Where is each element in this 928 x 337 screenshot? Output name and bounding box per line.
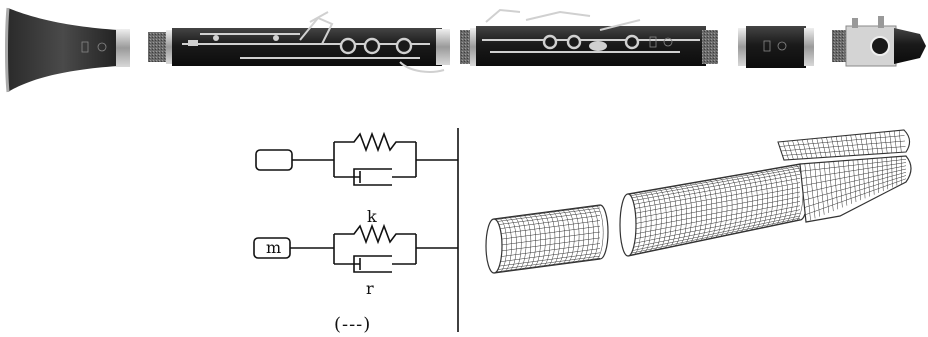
upper-branch: [255, 131, 458, 186]
mechanical-schematic: [253, 128, 459, 332]
damper-label: r: [366, 279, 374, 298]
mesh-barrel-cylinder: [485, 204, 609, 274]
mesh-body-cylinder: [619, 163, 809, 257]
damper-upper: [334, 168, 416, 186]
mesh-reed-strip: [777, 129, 911, 161]
logo-mark: [81, 41, 107, 53]
clarinet-lower-joint: [148, 11, 450, 73]
clarinet-bell: [5, 7, 130, 93]
clarinet-barrel: [738, 26, 814, 68]
clarinet-upper-joint: [460, 8, 718, 66]
mass-label: m: [266, 238, 281, 257]
clarinet-photo: [5, 7, 926, 93]
spring-upper: [334, 131, 416, 153]
ellipsis-label: (---): [334, 314, 371, 335]
mesh-model: [485, 129, 912, 274]
lower-branch: [253, 223, 458, 273]
logo-mark: [649, 36, 673, 48]
mass-box-upper: [255, 149, 293, 171]
spring-label: k: [367, 207, 377, 226]
mesh-mouthpiece-wedge: [799, 155, 912, 223]
spring-k: [334, 223, 416, 245]
logo-mark: [763, 40, 787, 52]
damper-r: [334, 255, 416, 273]
clarinet-mouthpiece: [832, 16, 926, 67]
